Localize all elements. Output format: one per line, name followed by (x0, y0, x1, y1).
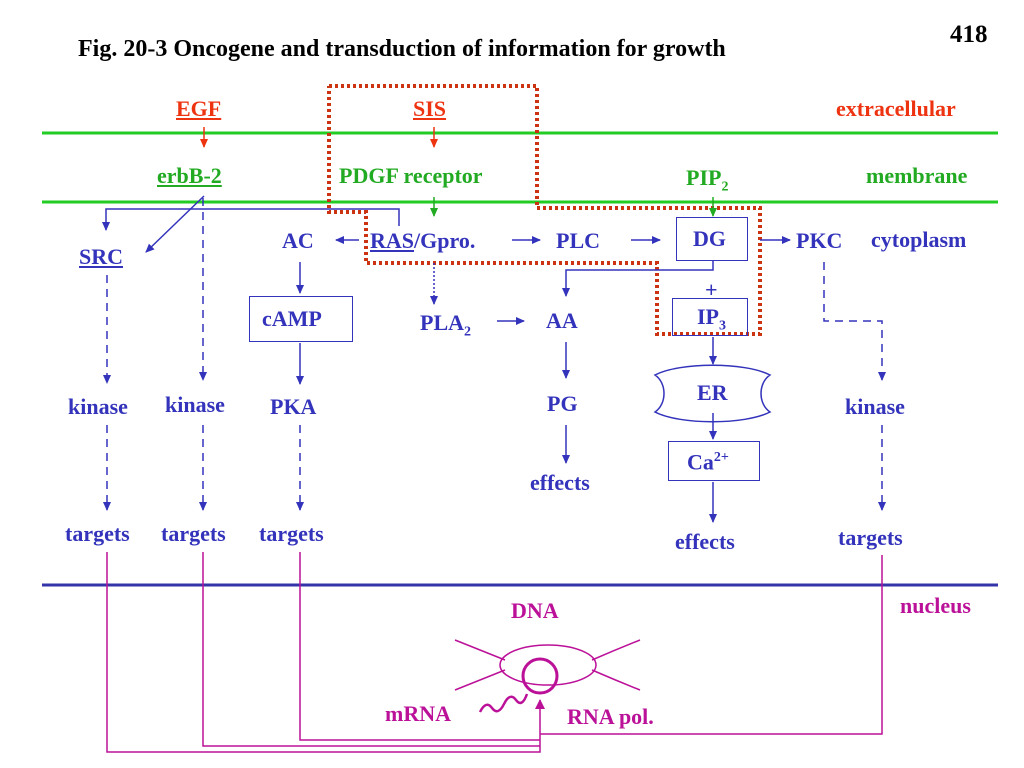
node-pip2: PIP2 (686, 165, 729, 195)
signal-line-targets-1 (106, 552, 545, 753)
node-egf: EGF (176, 96, 222, 121)
node-camp: cAMP (262, 306, 322, 331)
camp-box (249, 296, 353, 342)
signal-line-targets-2 (202, 552, 540, 747)
node-erbb2: erbB-2 (157, 163, 222, 188)
zone-cytoplasm: cytoplasm (871, 227, 967, 252)
figure-title: Fig. 20-3 Oncogene and transduction of i… (78, 36, 726, 62)
node-targets-4: targets (838, 525, 903, 550)
node-plc: PLC (556, 228, 600, 253)
dg-box (676, 217, 748, 261)
node-targets-1: targets (65, 521, 130, 546)
node-ras-gpro: RAS/Gpro. (370, 228, 476, 253)
node-sis: SIS (413, 96, 447, 121)
highlight-region-dotted (327, 84, 762, 336)
zone-membrane: membrane (866, 163, 968, 188)
node-kinase-pkc: kinase (845, 394, 905, 419)
node-pg: PG (547, 391, 578, 416)
er-shape (653, 364, 772, 423)
node-kinase-erbb2: kinase (165, 392, 225, 417)
node-ip3: IP3 (697, 304, 726, 334)
node-pdgf-receptor: PDGF receptor (339, 163, 483, 188)
node-pla2: PLA2 (420, 310, 471, 340)
node-targets-3: targets (259, 521, 324, 546)
node-src: SRC (79, 244, 124, 269)
mrna-wave (478, 693, 529, 713)
node-pka: PKA (270, 394, 317, 419)
node-aa: AA (546, 308, 578, 333)
node-targets-2: targets (161, 521, 226, 546)
ip3-box (672, 298, 748, 336)
zone-nucleus: nucleus (900, 593, 971, 618)
dna-rna-polymerase-graphic (454, 639, 641, 695)
node-ca: Ca2+ (687, 449, 729, 475)
node-effects-pg: effects (530, 470, 590, 495)
arrow-erbb2-src (145, 195, 205, 253)
plus-sign: + (705, 277, 718, 302)
node-mrna: mRNA (385, 701, 451, 726)
arrow-dg-aa (562, 261, 714, 297)
node-dna: DNA (511, 598, 559, 623)
node-rna-pol: RNA pol. (567, 704, 654, 729)
node-effects-ca: effects (675, 529, 735, 554)
node-er: ER (697, 380, 728, 405)
node-pkc: PKC (796, 228, 843, 253)
arrow-ras-src (102, 208, 400, 231)
ca-box (668, 441, 760, 481)
signal-line-targets-3 (299, 552, 540, 741)
arrow-pkc-kinase (823, 262, 886, 381)
node-dg: DG (693, 226, 726, 251)
node-ac: AC (282, 228, 314, 253)
page-number: 418 (950, 21, 988, 48)
signal-line-targets-4 (540, 555, 883, 735)
node-kinase-src: kinase (68, 394, 128, 419)
zone-extracellular: extracellular (836, 96, 956, 121)
